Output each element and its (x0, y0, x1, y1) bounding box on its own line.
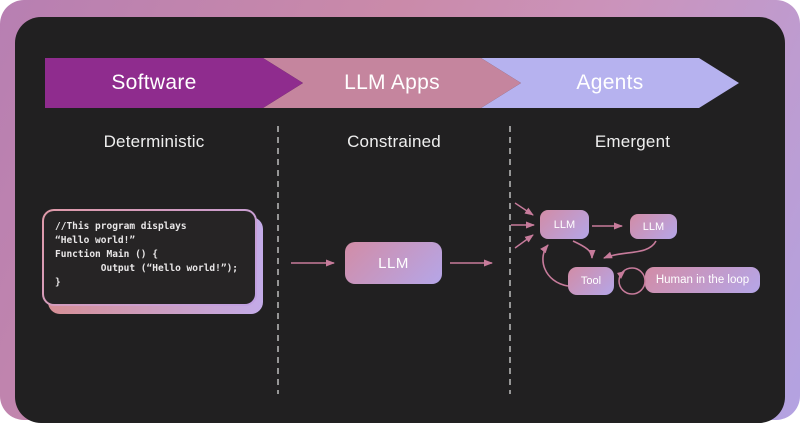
section-label-emergent: Emergent (594, 132, 671, 151)
human-in-the-loop-label: Human in the loop (655, 274, 750, 286)
banner-label-software: Software (111, 71, 197, 94)
banner-segment-agents: Agents (481, 58, 739, 108)
llm-node-agent-1-label: LLM (553, 218, 576, 231)
code-block: //This program displays “Hello world!” F… (42, 209, 257, 306)
banner-label-llm-apps: LLM Apps (344, 71, 440, 94)
llm-node-middle-label: LLM (378, 254, 409, 272)
section-label-constrained: Constrained (347, 132, 441, 151)
code-text: //This program displays “Hello world!” F… (55, 221, 239, 288)
section-divider-1 (277, 126, 279, 394)
llm-node-agent-1: LLM (540, 210, 589, 239)
llm-node-agent-2-label: LLM (642, 220, 665, 233)
tool-node: Tool (568, 267, 614, 295)
llm-node-agent-2: LLM (630, 214, 677, 239)
section-divider-2 (509, 126, 511, 394)
banner-segment-llm-apps: LLM Apps (263, 58, 521, 108)
llm-node-middle: LLM (345, 242, 442, 284)
banner-segment-software: Software (45, 58, 303, 108)
human-in-the-loop-node: Human in the loop (645, 267, 760, 293)
tool-node-label: Tool (580, 275, 602, 287)
banner-label-agents: Agents (576, 71, 644, 94)
section-label-deterministic: Deterministic (103, 132, 205, 151)
